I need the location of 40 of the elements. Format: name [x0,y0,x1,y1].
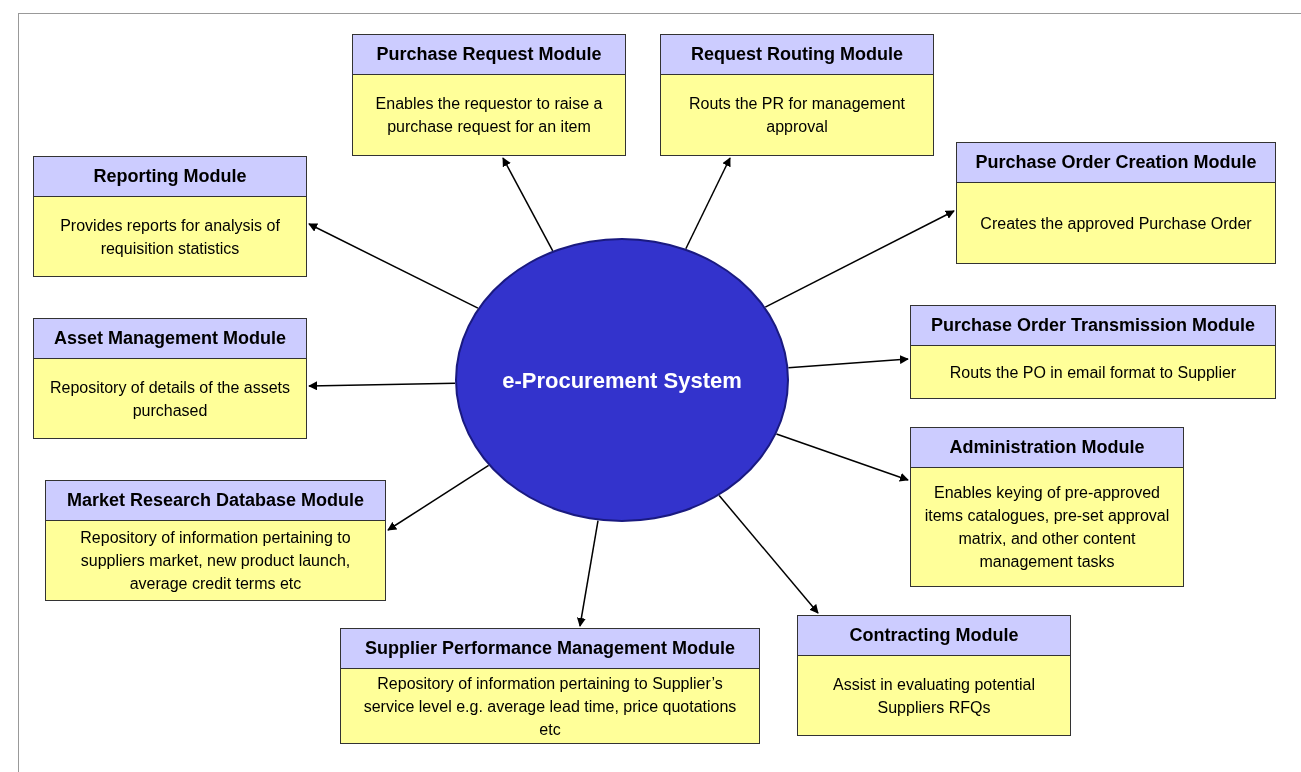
system-title: e-Procurement System [502,366,742,395]
module-description: Creates the approved Purchase Order [979,213,1253,234]
arrow [308,223,479,309]
module-box [910,305,1276,399]
module-description: Repository of information pertaining to Supplier’s service level e.g. average lead time, price quotations etc [362,673,738,740]
module-description: Routs the PO in email format to Supplier [948,362,1238,383]
module-box [660,34,934,156]
module-description: Enables the requestor to raise a purchase request for an item [374,94,604,137]
module-box [33,318,307,439]
arrow [685,157,731,250]
module-title: Contracting Module [798,616,1070,656]
module-box [910,427,1184,587]
module-title: Administration Module [911,428,1183,468]
arrow [764,210,955,308]
arrow [308,381,456,391]
module-description: Enables keying of pre-approved items catalogues, pre-set approval matrix, and other content management tasks [923,483,1171,572]
module-box [352,34,626,156]
module-title: Purchase Request Module [353,35,625,75]
module-box [45,480,386,601]
arrow [502,157,554,252]
module-box [956,142,1276,264]
arrow [787,355,909,369]
module-description: Routs the PR for management approval [687,94,907,137]
module-title: Reporting Module [34,157,306,197]
module-description: Repository of details of the assets purchased [48,377,292,421]
module-description: Assist in evaluating potential Suppliers RFQs [832,674,1036,718]
arrow [718,494,819,614]
module-title: Asset Management Module [34,319,306,359]
arrow [576,519,599,627]
module-title: Purchase Order Creation Module [957,143,1275,183]
module-title: Request Routing Module [661,35,933,75]
module-description: Provides reports for analysis of requisition statistics [59,215,281,259]
module-box [33,156,307,277]
arrow [387,464,490,531]
module-box [340,628,760,744]
module-title: Purchase Order Transmission Module [911,306,1275,346]
module-title: Market Research Database Module [46,481,385,521]
module-description: Repository of information pertaining to suppliers market, new product launch, average credit terms etc [79,528,352,594]
module-title: Supplier Performance Management Module [341,629,759,669]
module-box [797,615,1071,736]
